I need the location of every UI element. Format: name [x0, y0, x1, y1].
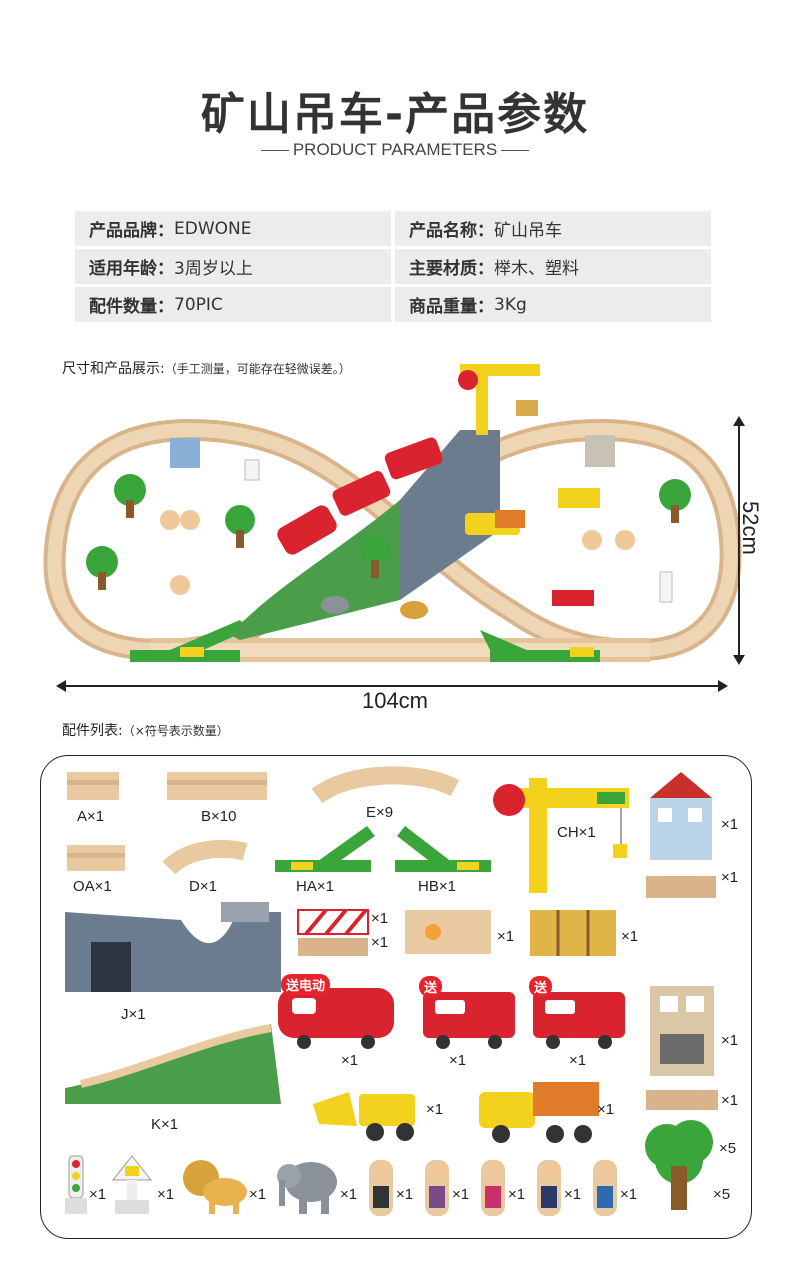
product-demo-image: [40, 350, 750, 680]
barrier-image: [296, 906, 371, 958]
label-b: B×10: [201, 808, 237, 825]
count-sign: ×1: [157, 1186, 175, 1203]
count-engine: ×1: [341, 1052, 359, 1069]
tunnel-j-image: [61, 902, 286, 994]
track-oa-image: [63, 841, 129, 875]
count-car-2: ×1: [569, 1052, 587, 1069]
count-tree-base: ×5: [713, 1186, 731, 1203]
params-row: 配件数量：70PIC 商品重量：3Kg: [75, 287, 711, 322]
hay-bale-image: [528, 906, 620, 960]
tree-image: [639, 1116, 719, 1216]
count-house-2-base: ×1: [721, 1092, 739, 1109]
lion-image: [179, 1154, 249, 1216]
tunnel-sign-image: [111, 1154, 153, 1216]
label-k: K×1: [151, 1116, 179, 1133]
params-row: 适用年龄：3周岁以上 主要材质：榉木、塑料: [75, 249, 711, 284]
count-lion: ×1: [249, 1186, 267, 1203]
box-image: [403, 906, 495, 958]
count-house-1-base: ×1: [721, 869, 739, 886]
count-hay: ×1: [621, 928, 639, 945]
label-oa: OA×1: [73, 878, 112, 895]
track-b-image: [163, 768, 273, 804]
ramp-k-image: [61, 1018, 286, 1108]
param-age: 适用年龄：3周岁以上: [75, 249, 391, 284]
count-box: ×1: [497, 928, 515, 945]
params-table: 产品品牌：EDWONE 产品名称：矿山吊车 适用年龄：3周岁以上 主要材质：榉木…: [75, 211, 711, 325]
label-d: D×1: [189, 878, 217, 895]
param-material: 主要材质：榉木、塑料: [395, 249, 711, 284]
label-e: E×9: [366, 804, 394, 821]
count-figure-5: ×1: [620, 1186, 638, 1203]
figure-5-image: [590, 1156, 620, 1218]
count-elephant: ×1: [340, 1186, 358, 1203]
count-car-1: ×1: [449, 1052, 467, 1069]
track-d-image: [163, 836, 251, 880]
badge-engine: 送电动: [281, 974, 331, 995]
count-house-1: ×1: [721, 816, 739, 833]
count-figure-4: ×1: [564, 1186, 582, 1203]
count-figure-1: ×1: [396, 1186, 414, 1203]
params-row: 产品品牌：EDWONE 产品名称：矿山吊车: [75, 211, 711, 246]
width-dimension-label: 104cm: [361, 688, 429, 713]
electric-engine-image: [274, 982, 398, 1052]
parts-label: 配件列表:（×符号表示数量）: [62, 723, 229, 739]
count-signal: ×1: [89, 1186, 107, 1203]
count-barrier: ×1: [371, 910, 389, 927]
param-weight: 商品重量：3Kg: [395, 287, 711, 322]
label-ha: HA×1: [296, 878, 334, 895]
label-j: J×1: [121, 1006, 146, 1023]
figure-4-image: [534, 1156, 564, 1218]
demo-label: 尺寸和产品展示:（手工测量，可能存在轻微误差。）: [62, 361, 351, 377]
figure-2-image: [422, 1156, 452, 1218]
page-subtitle: PRODUCT PARAMETERS: [0, 140, 790, 160]
count-truck: ×1: [597, 1101, 615, 1118]
height-dimension-label: 52cm: [738, 501, 763, 555]
page-title: 矿山吊车-产品参数: [200, 89, 590, 140]
dump-truck-image: [475, 1074, 605, 1146]
track-a-image: [63, 768, 123, 804]
count-figure-2: ×1: [452, 1186, 470, 1203]
label-a: A×1: [77, 808, 105, 825]
label-ch: CH×1: [557, 824, 596, 841]
label-hb: HB×1: [418, 878, 456, 895]
param-brand: 产品品牌：EDWONE: [75, 211, 391, 246]
badge-car-2: 送: [529, 976, 553, 997]
count-house-2: ×1: [721, 1032, 739, 1049]
badge-car-1: 送: [419, 976, 443, 997]
parts-list-box: A×1 B×10 E×9 CH×1 ×1 ×1 OA×1 D×1 HA×1 HB…: [40, 755, 752, 1239]
house-1-image: [646, 768, 716, 900]
count-tree: ×5: [719, 1140, 737, 1157]
count-figure-3: ×1: [508, 1186, 526, 1203]
width-dimension-arrow: [56, 680, 728, 692]
figure-1-image: [366, 1156, 396, 1218]
switch-hb-image: [391, 820, 501, 874]
elephant-image: [271, 1152, 341, 1218]
house-2-image: [646, 984, 718, 1112]
count-loader: ×1: [426, 1101, 444, 1118]
track-e-image: [311, 762, 461, 806]
crane-image: [489, 766, 634, 896]
train-car-1-image: [419, 982, 519, 1052]
loader-image: [309, 1074, 424, 1144]
switch-ha-image: [271, 820, 381, 874]
signal-light-image: [61, 1154, 91, 1216]
param-count: 配件数量：70PIC: [75, 287, 391, 322]
param-name: 产品名称：矿山吊车: [395, 211, 711, 246]
count-barrier-base: ×1: [371, 934, 389, 951]
train-car-2-image: [529, 982, 629, 1052]
figure-3-image: [478, 1156, 508, 1218]
height-dimension-arrow: [733, 416, 745, 665]
